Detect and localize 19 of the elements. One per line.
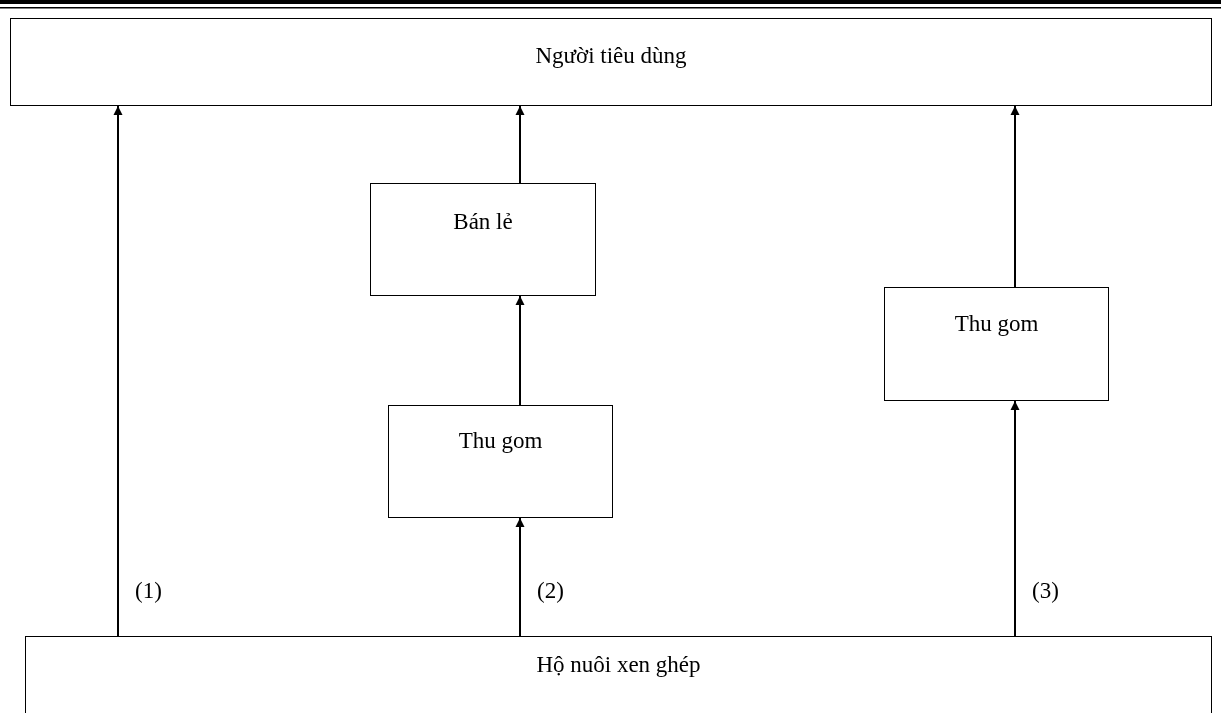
- box-label: Thu gom: [954, 311, 1039, 337]
- arrow: [113, 105, 123, 637]
- arrow: [515, 295, 525, 406]
- process-box: [884, 287, 1109, 401]
- arrow: [515, 517, 525, 637]
- arrow: [515, 105, 525, 184]
- process-box: [10, 18, 1212, 106]
- box-label: Người tiêu dùng: [535, 43, 687, 69]
- box-label: Thu gom: [458, 428, 543, 454]
- box-label: Bán lẻ: [453, 209, 513, 235]
- edge-label: (1): [135, 578, 162, 604]
- edge-label: (3): [1032, 578, 1059, 604]
- process-box: [370, 183, 596, 296]
- box-label: Hộ nuôi xen ghép: [536, 652, 701, 678]
- arrow: [1010, 105, 1020, 288]
- process-box: [25, 636, 1212, 713]
- process-box: [388, 405, 613, 518]
- arrow: [1010, 400, 1020, 637]
- edge-label: (2): [537, 578, 564, 604]
